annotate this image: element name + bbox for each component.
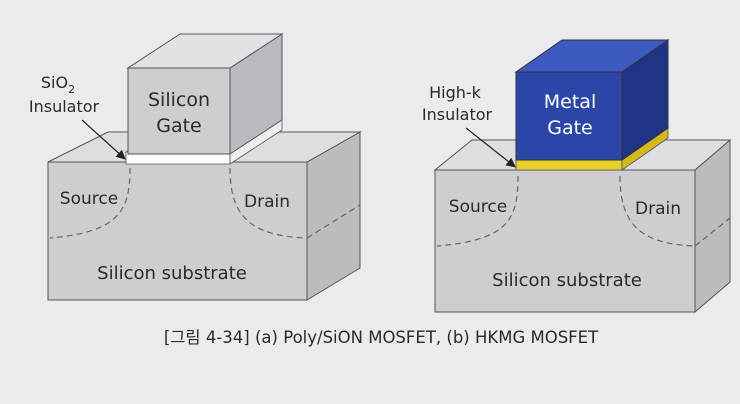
source-junction-a: [49, 167, 131, 239]
drain-junction-a: [229, 167, 308, 239]
source-label-a: Source: [60, 189, 118, 209]
metal-gate-front: [515, 71, 623, 161]
source-junction-b: [436, 175, 519, 247]
source-label-b: Source: [449, 197, 507, 217]
high-k-layer-front: [515, 159, 623, 171]
drain-label-b: Drain: [635, 199, 681, 219]
poly-gate-label-line1: Silicon: [148, 89, 210, 111]
poly-gate-front: [127, 67, 231, 155]
sio2-pointer-arrow: [81, 119, 126, 160]
substrate-label-a: Silicon substrate: [97, 263, 247, 284]
high-k-insulator-label-line2: Insulator: [422, 105, 493, 124]
side-dash-a: [306, 204, 361, 239]
sio2-insulator-label-line2: Insulator: [29, 97, 100, 116]
sio2-insulator-label: SiO2: [41, 73, 75, 96]
figure-caption: [그림 4-34] (a) Poly/SiON MOSFET, (b) HKMG…: [164, 328, 599, 347]
high-k-pointer-arrow: [465, 127, 516, 168]
diagram-a-poly-sion-mosfet: Silicon Gate SiO2 Insulator Source Drain…: [29, 33, 362, 301]
high-k-insulator-label-line1: High-k: [429, 83, 482, 102]
poly-gate-label-line2: Gate: [156, 115, 202, 137]
drain-junction-b: [619, 175, 696, 247]
diagram-b-hkmg-mosfet: Metal Gate High-k Insulator Source Drain…: [422, 39, 732, 314]
substrate-label-b: Silicon substrate: [492, 270, 642, 291]
drain-label-a: Drain: [244, 192, 290, 212]
side-dash-b: [694, 217, 731, 247]
metal-gate-label-line2: Gate: [547, 117, 593, 139]
metal-gate-label-line1: Metal: [544, 91, 596, 113]
